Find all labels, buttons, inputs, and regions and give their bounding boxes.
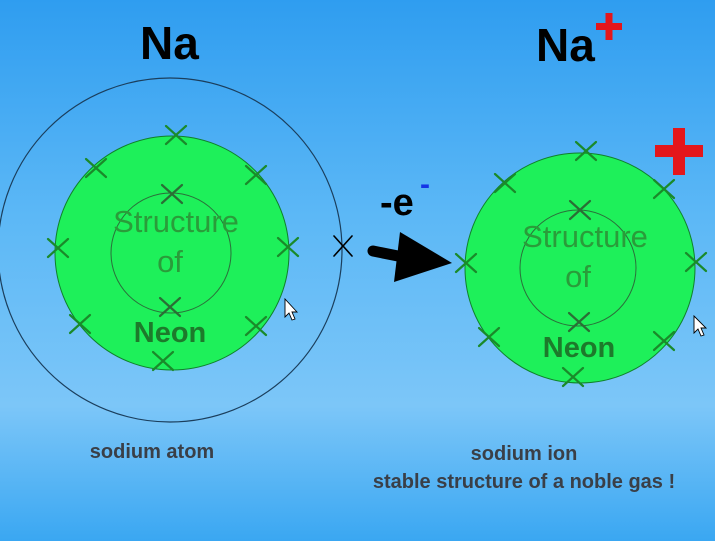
electron-cross: [160, 183, 184, 205]
electron-cross: [684, 251, 708, 273]
electron-cross: [244, 164, 268, 186]
core-label-of-right: of: [565, 259, 591, 294]
electron-cross: [493, 172, 517, 194]
electron-cross: [244, 315, 268, 337]
ion-shell1-electrons: [567, 199, 592, 333]
core-label-structure-left: Structure: [113, 204, 239, 239]
core-label-structure-right: Structure: [522, 219, 648, 254]
outer-electron-cross: [333, 235, 353, 257]
outer-shell: [0, 77, 343, 423]
electron-cross: [84, 157, 108, 179]
atom-caption-text: sodium atom: [89, 441, 215, 463]
electron-cross: [68, 313, 92, 335]
positive-charge-icon: [655, 128, 703, 175]
electron-cross: [164, 124, 188, 146]
plus-bar-vertical: [673, 128, 685, 175]
core-label-of-left: of: [157, 244, 183, 279]
electron-loss-label: -e: [380, 182, 414, 224]
sup-plus-vertical: [605, 13, 613, 40]
electron-cross: [652, 330, 676, 352]
ion-symbol: Na: [536, 19, 595, 71]
sodium-atom-title: Na: [140, 20, 199, 66]
electron-cross: [46, 237, 70, 259]
ion-caption-line2: stable structure of a noble gas !: [372, 471, 676, 493]
superscript-charge-icon: [596, 13, 622, 40]
electron-cross: [276, 236, 300, 258]
core-label-neon-left: Neon: [134, 317, 207, 349]
atom-shell2-electrons: [46, 124, 300, 372]
ion-caption-line1: sodium ion: [470, 443, 578, 465]
sodium-ion-title: Na: [536, 22, 595, 68]
electron-cross: [454, 252, 478, 274]
electron-cross: [561, 366, 585, 388]
electron-cross: [652, 178, 676, 200]
electron-charge-sign: -: [420, 168, 430, 201]
atom-shell1-electrons: [158, 183, 184, 318]
core-label-neon-right: Neon: [543, 332, 616, 364]
electron-cross: [567, 311, 591, 333]
electron-cross: [151, 350, 175, 372]
arrow-head-icon: [394, 232, 452, 282]
atom-symbol: Na: [140, 17, 199, 69]
inner-shell-right: [519, 209, 637, 327]
electron-cross: [477, 326, 501, 348]
electron-cross: [574, 140, 598, 162]
reaction-arrow: [367, 232, 452, 282]
cursor-icon: [693, 314, 708, 337]
cursor-icon: [284, 297, 299, 321]
sodium-atom-caption: sodium atom: [60, 438, 244, 466]
electron-cross: [568, 199, 592, 221]
sodium-ion-caption: sodium ion stable structure of a noble g…: [338, 440, 710, 496]
ion-shell2-electrons: [454, 140, 708, 388]
electron-cross: [158, 296, 182, 318]
